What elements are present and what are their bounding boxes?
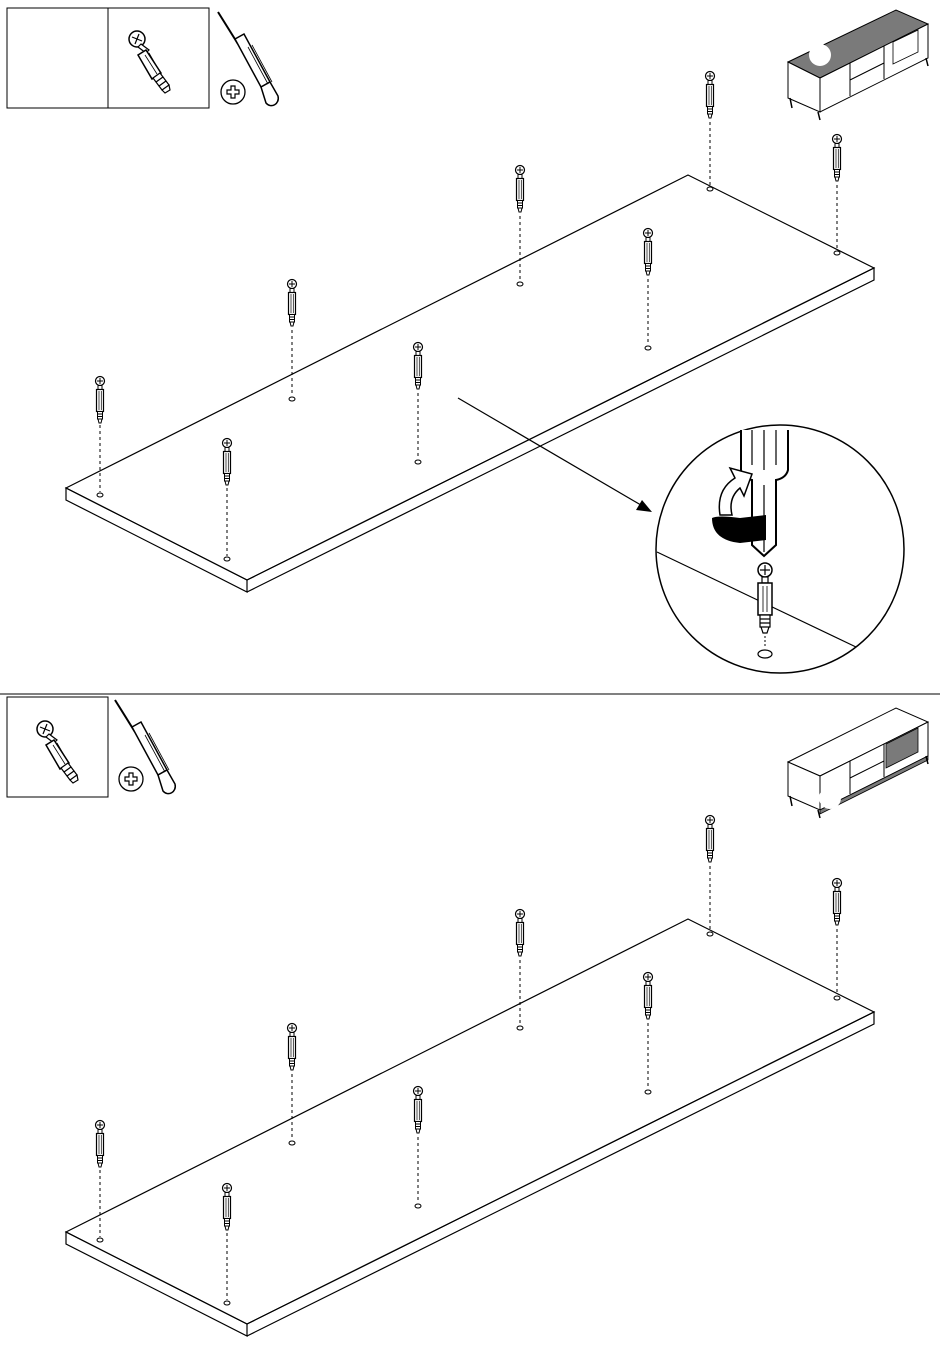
step-1-part-box bbox=[7, 8, 209, 108]
dowel-7 bbox=[706, 816, 715, 937]
product-thumbnail-top bbox=[788, 10, 928, 120]
phillips-bit-icon bbox=[119, 767, 143, 791]
step-2-part-box bbox=[7, 697, 108, 797]
product-thumbnail-bottom bbox=[788, 708, 928, 818]
step-2 bbox=[7, 697, 928, 1336]
step-1 bbox=[7, 8, 928, 673]
detail-callout bbox=[656, 425, 904, 673]
dowel-8 bbox=[833, 879, 842, 1001]
bottom-panel bbox=[66, 919, 874, 1336]
dowel-7 bbox=[706, 72, 715, 192]
phillips-bit-icon bbox=[221, 80, 245, 104]
dowel-8 bbox=[833, 135, 842, 256]
